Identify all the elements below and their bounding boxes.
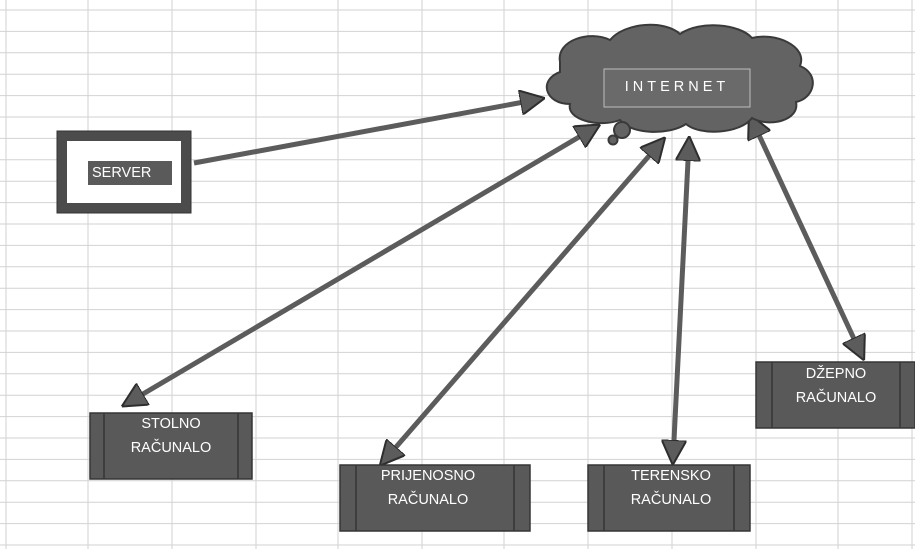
server-label: SERVER	[88, 161, 172, 185]
stolno-label: STOLNO RAČUNALO	[106, 412, 236, 460]
terensko-label: TERENSKO RAČUNALO	[606, 464, 736, 512]
prijenosno-node	[339, 464, 531, 532]
terensko-node	[587, 464, 751, 532]
arrow-internet-terensko	[673, 141, 689, 460]
stolno-label-line2: RAČUNALO	[130, 440, 212, 456]
dzepno-node	[755, 361, 915, 429]
arrow-internet-stolno	[126, 127, 596, 404]
internet-label: INTERNET	[624, 79, 730, 95]
prijenosno-label: PRIJENOSNO RAČUNALO	[356, 464, 500, 512]
prijenosno-label-line1: PRIJENOSNO	[380, 468, 476, 484]
connection-arrows	[126, 99, 862, 462]
arrow-server-internet	[193, 99, 540, 166]
internet-label-box	[603, 68, 751, 108]
dzepno-label-line2: RAČUNALO	[795, 390, 877, 406]
terensko-label-line1: TERENSKO	[631, 468, 711, 484]
terensko-label-line2: RAČUNALO	[630, 492, 712, 508]
dzepno-label: DŽEPNO RAČUNALO	[772, 362, 900, 410]
arrow-internet-prijenosno	[383, 141, 662, 462]
stolno-node	[89, 412, 253, 480]
dzepno-label-line1: DŽEPNO	[805, 366, 867, 382]
stolno-label-line1: STOLNO	[141, 416, 201, 432]
prijenosno-label-line2: RAČUNALO	[387, 492, 469, 508]
arrow-internet-dzepno	[751, 118, 862, 356]
